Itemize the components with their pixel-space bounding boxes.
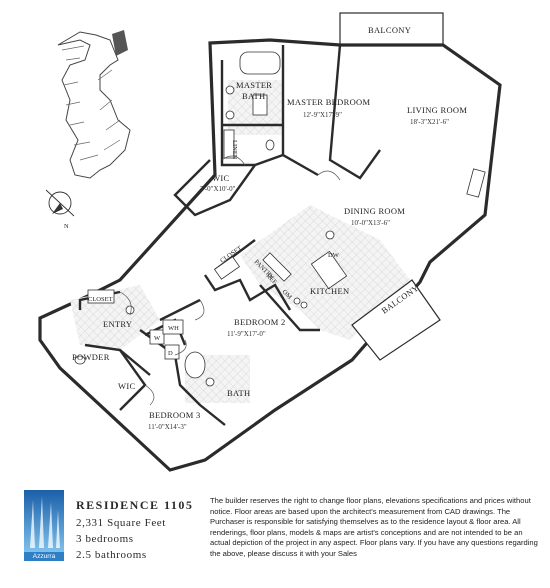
label-dining-room: DINING ROOM — [344, 206, 405, 216]
bedroom-count: 3 bedrooms — [76, 533, 134, 545]
label-powder: POWDER — [72, 352, 110, 362]
label-d: D — [168, 350, 173, 357]
balcony-right — [351, 279, 441, 361]
label-linen: LINEN — [231, 140, 238, 160]
dim-master-bedroom: 12'-9"X17'-9" — [303, 111, 342, 119]
legal-disclaimer: The builder reserves the right to change… — [210, 496, 538, 558]
label-master-bath-2: BATH — [242, 91, 265, 101]
balcony-top — [339, 12, 444, 46]
compass-icon: N — [45, 189, 75, 230]
dim-dining-room: 10'-0"X13'-6" — [351, 219, 390, 227]
azzurra-logo-icon — [24, 490, 64, 552]
fixtures — [74, 51, 348, 387]
dim-wic-top: 7'-0"X10'-0" — [200, 185, 236, 193]
dim-bedroom2: 11'-9"X17'-0" — [227, 330, 266, 338]
label-w: W — [154, 335, 161, 342]
square-feet: 2,331 Square Feet — [76, 517, 166, 529]
logo-wordmark: Azzurra — [24, 552, 64, 561]
floor-plan: N — [38, 12, 502, 472]
living-room-window — [466, 168, 486, 198]
label-bedroom3: BEDROOM 3 — [149, 410, 201, 420]
label-master-bedroom: MASTER BEDROOM — [287, 97, 370, 107]
bathroom-count: 2.5 bathrooms — [76, 549, 147, 561]
label-wh: WH — [168, 325, 179, 332]
label-kitchen: KITCHEN — [310, 286, 349, 296]
compass-north: N — [64, 223, 69, 230]
label-wic-bottom: WIC — [118, 381, 135, 391]
dim-living-room: 18'-3"X21'-6" — [410, 118, 449, 126]
label-closet-entry: CLOSET — [88, 296, 113, 303]
label-bath: BATH — [227, 388, 250, 398]
label-balcony-top: BALCONY — [368, 25, 411, 35]
label-master-bath-1: MASTER — [236, 80, 272, 90]
label-wic-top: WIC — [212, 173, 229, 183]
door-swings — [119, 155, 341, 406]
dim-bedroom3: 11'-0"X14'-3" — [148, 423, 187, 431]
label-dw: DW — [328, 252, 340, 259]
label-living-room: LIVING ROOM — [407, 105, 467, 115]
key-plan — [57, 30, 131, 179]
label-bedroom2: BEDROOM 2 — [234, 317, 286, 327]
unit-highlight — [112, 30, 128, 56]
residence-title: RESIDENCE 1105 — [76, 498, 194, 512]
label-entry: ENTRY — [103, 319, 132, 329]
